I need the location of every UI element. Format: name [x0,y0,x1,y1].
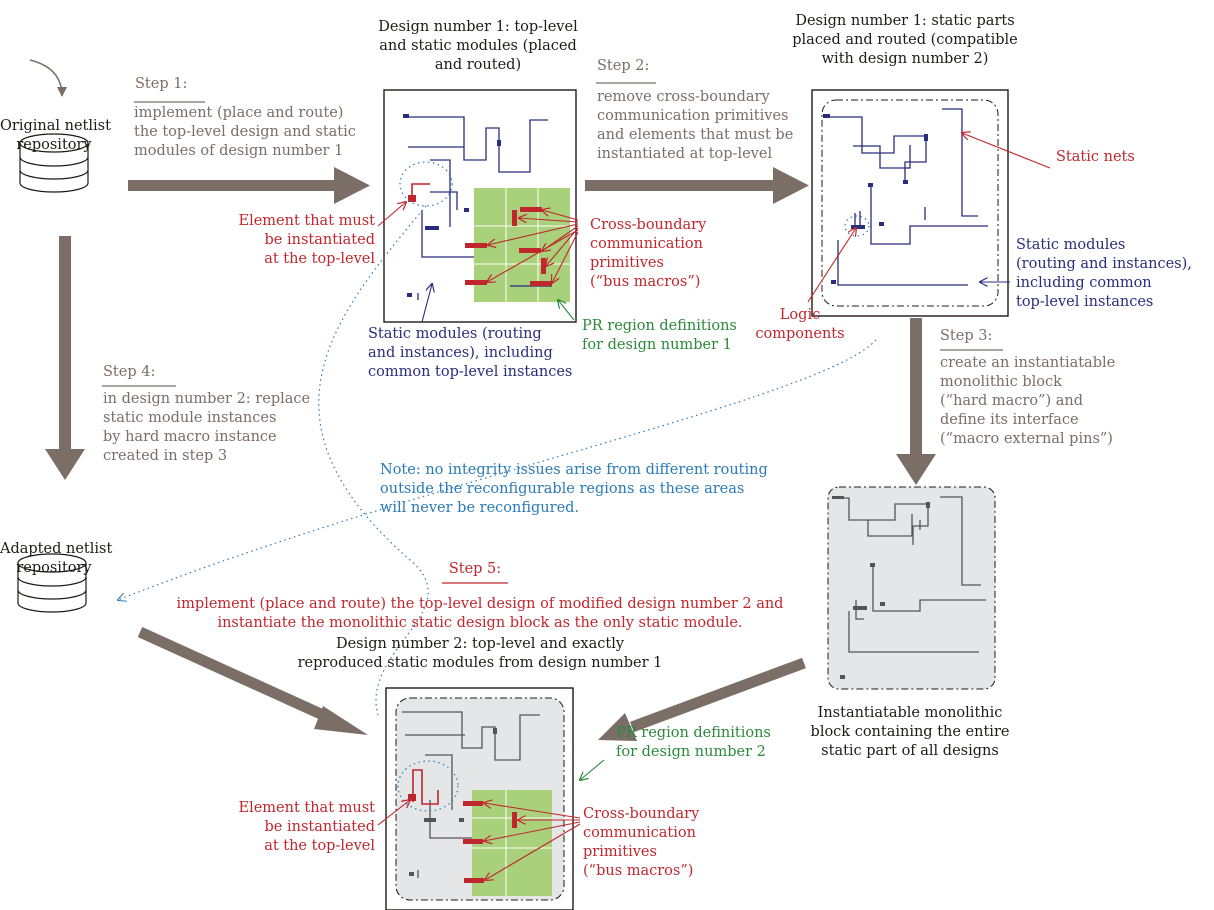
adapted-repository-label: Adapted netlist repository [0,541,113,576]
design2-pr-label: PR region definitions for design number … [616,725,771,760]
step4-text: in design number 2: replace static modul… [103,391,311,464]
block-to-design2-arrow [598,657,806,741]
original-repository-icon [19,133,89,193]
design1-title: Design number 1: top-level and static mo… [378,19,578,73]
design1-pr-label: PR region definitions for design number … [582,318,737,353]
blue-callouts [421,282,1010,323]
design2-element-label: Element that must be instantiated at the… [238,800,375,854]
original-repository-label: Original netlist repository [0,118,111,153]
step-underlines [102,82,1003,584]
design2-title: Design number 2: top-level and exactly r… [297,636,663,671]
monolithic-caption: Instantiatable monolithic block containi… [810,705,1010,759]
step4-arrow [45,236,85,480]
design2-board [385,687,574,910]
step1-arrow [128,167,370,204]
step5-text: implement (place and route) the top-leve… [176,596,784,631]
integrity-note: Note: no integrity issues arise from dif… [380,462,768,516]
design1-bus-macros-label: Cross-boundary communication primitives … [590,217,707,290]
static-part-board [811,89,1009,317]
dotted-annotations [118,161,877,812]
step3-arrow [896,318,936,485]
step3-title: Step 3: [940,328,993,344]
design1-element-label: Element that must be instantiated at the… [238,213,375,267]
step2-title: Step 2: [597,58,650,74]
adapted-repository-icon [17,553,87,613]
red-callouts [377,133,1051,880]
design2-bus-macros-label: Cross-boundary communication primitives … [583,806,700,879]
step4-title: Step 4: [103,364,156,380]
step2-text: remove cross-boundary communication prim… [597,89,794,162]
green-callouts [558,300,605,780]
design1-board [383,89,577,323]
monolithic-block [827,486,996,690]
static-modules-label: Static modules (routing and instances), … [1016,237,1192,310]
static-design-title: Design number 1: static parts placed and… [792,13,1018,67]
logic-components-label: Logic components [755,307,845,342]
design1-static-label: Static modules (routing and instances), … [368,326,573,380]
repository-input-curve [29,59,67,97]
repo-to-design2-arrow [137,626,368,735]
step5-title: Step 5: [448,561,502,577]
step3-text: create an instantiatable monolithic bloc… [940,355,1116,447]
step1-text: implement (place and route) the top-leve… [134,105,356,159]
step2-arrow [585,167,809,204]
static-nets-label: Static nets [1056,149,1135,165]
step1-title: Step 1: [135,76,188,92]
